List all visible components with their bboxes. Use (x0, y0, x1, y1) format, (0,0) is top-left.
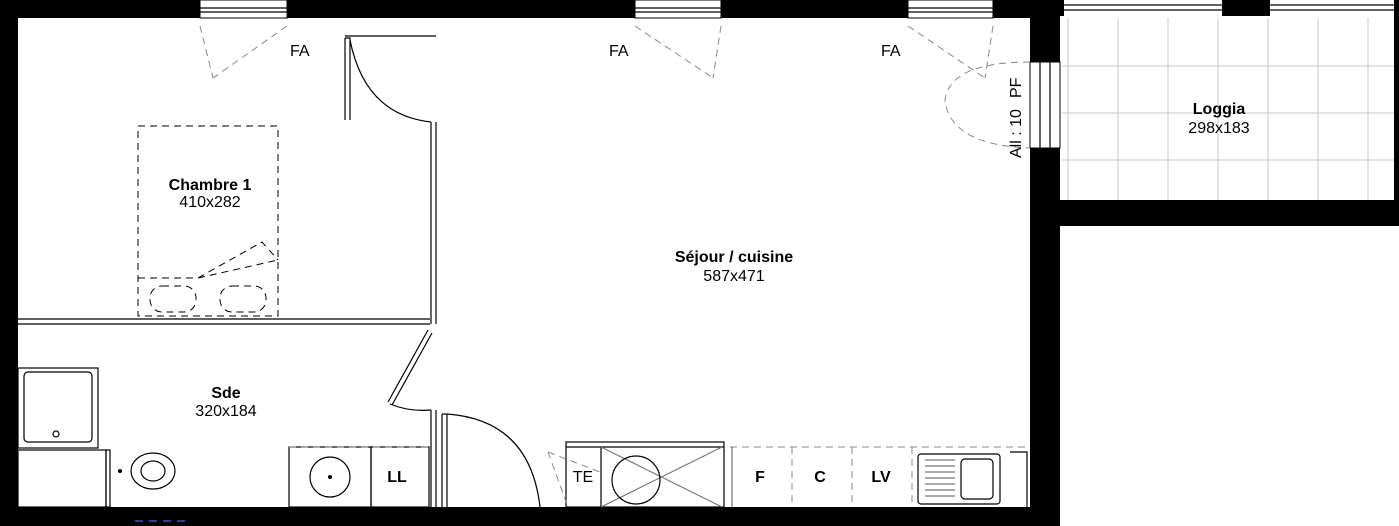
room-name-sejour: Séjour / cuisine (675, 249, 793, 266)
fixture-label-ll: LL (387, 469, 407, 486)
doors (344, 35, 541, 511)
fixture-label-te: TE (573, 469, 593, 486)
bed (137, 125, 279, 317)
room-dims-loggia: 298x183 (1188, 120, 1249, 137)
room-name-chambre: Chambre 1 (169, 177, 252, 194)
window-label-sejour-left: FA (609, 43, 629, 60)
window-label-sejour-right: FA (881, 43, 901, 60)
room-dims-sde: 320x184 (195, 403, 256, 420)
loggia-tiles (1062, 18, 1399, 200)
room-dims-chambre: 410x282 (179, 194, 240, 211)
room-dims-sejour: 587x471 (703, 268, 764, 285)
kitchen-line (547, 441, 1028, 508)
window-swings (199, 25, 1031, 149)
allege-label: All : 10 (1008, 109, 1025, 158)
fixture-label-lv: LV (871, 469, 891, 486)
fixture-label-c: C (814, 469, 826, 486)
door-label-pf: PF (1008, 77, 1025, 98)
room-name-loggia: Loggia (1193, 101, 1246, 118)
bathroom-fixtures (17, 367, 430, 508)
partitions (18, 122, 448, 510)
window-label-chambre: FA (290, 43, 310, 60)
room-name-sde: Sde (211, 385, 240, 402)
windows (199, 0, 1394, 149)
fixture-label-f: F (755, 469, 765, 486)
